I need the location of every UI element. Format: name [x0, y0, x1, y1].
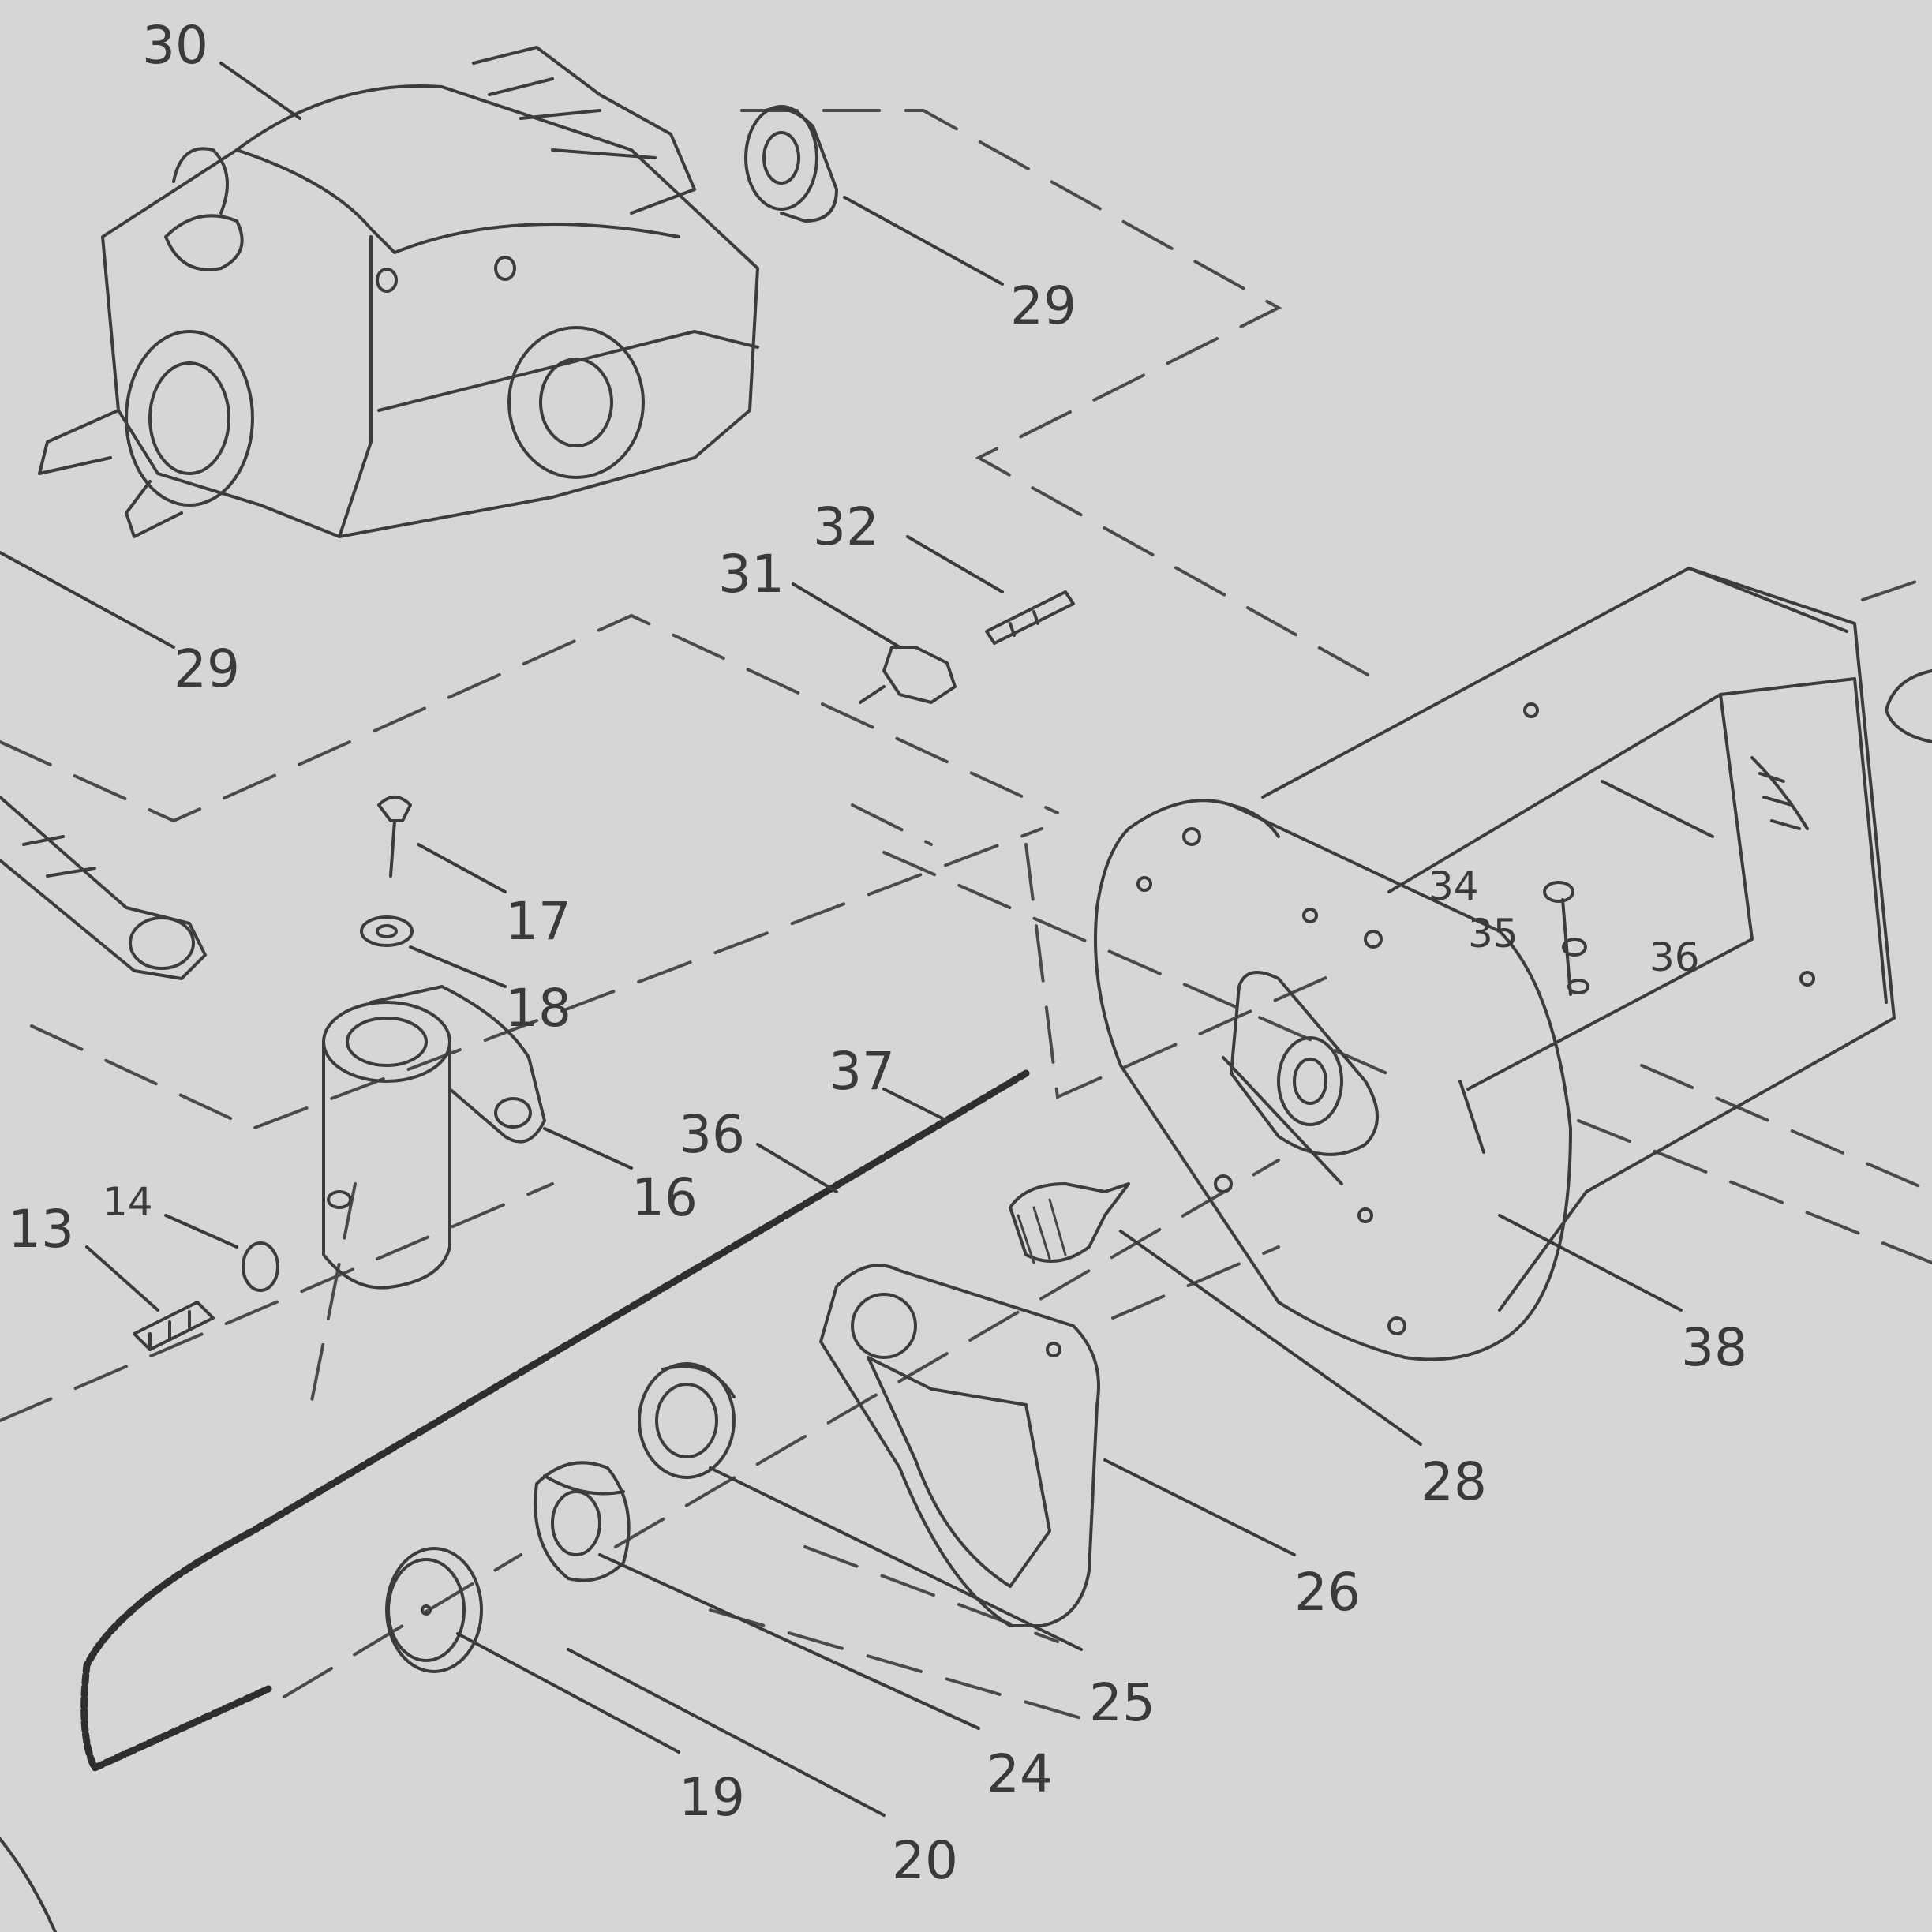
callout-14: 14 [103, 1179, 153, 1225]
seal-ring-part-25 [638, 1362, 736, 1479]
callout-29-top: 29 [1010, 275, 1076, 336]
screw-part-17 [377, 796, 412, 878]
callout-31: 31 [718, 544, 784, 605]
hub-part-16 [322, 985, 546, 1290]
callout-17: 17 [505, 891, 571, 952]
sprocket-disc-part-19 [385, 1547, 483, 1673]
callout-labels: 30 29 29 32 31 17 18 16 14 13 37 36 34 3… [8, 15, 1747, 1891]
drive-shaft [0, 796, 207, 980]
callout-32: 32 [813, 496, 879, 557]
mounting-bracket-part-38 [1094, 567, 1896, 1361]
callout-35: 35 [1468, 911, 1518, 957]
seal-part-29-top [744, 105, 838, 223]
fitting-part-28 [1009, 1182, 1130, 1264]
callout-38: 38 [1681, 1317, 1747, 1378]
edge-fragment-bottom-left [0, 1837, 57, 1932]
callout-36-chain: 36 [679, 1104, 745, 1165]
callout-leader-lines [0, 62, 1683, 1817]
tensioner-plate-part-26 [819, 1264, 1100, 1627]
nut-part-13 [133, 1301, 215, 1351]
washer-part-18 [360, 915, 414, 947]
pin-part-32 [985, 590, 1075, 645]
callout-25: 25 [1089, 1672, 1155, 1733]
callout-29-left: 29 [174, 638, 240, 699]
callout-26: 26 [1294, 1562, 1361, 1623]
callout-19: 19 [679, 1767, 745, 1828]
callout-24: 24 [987, 1743, 1053, 1804]
bearing-part-24 [534, 1461, 631, 1582]
callout-28: 28 [1421, 1451, 1487, 1512]
roller-chain-part-37 [80, 1069, 1030, 1773]
assembly-guide-lines [0, 109, 1932, 1722]
callout-30: 30 [142, 15, 208, 76]
callout-18: 18 [505, 978, 571, 1039]
callout-16: 16 [631, 1167, 698, 1228]
edge-fragment-part-right [1885, 669, 1932, 743]
callout-34: 34 [1428, 863, 1479, 909]
gearbox-housing-part-30 [38, 46, 759, 538]
callout-36-bracket: 36 [1649, 934, 1700, 980]
callout-20: 20 [892, 1830, 958, 1891]
washer-part-14 [242, 1241, 279, 1292]
callout-37: 37 [829, 1041, 895, 1102]
fitting-part-31 [859, 646, 957, 704]
callout-13: 13 [8, 1199, 74, 1260]
